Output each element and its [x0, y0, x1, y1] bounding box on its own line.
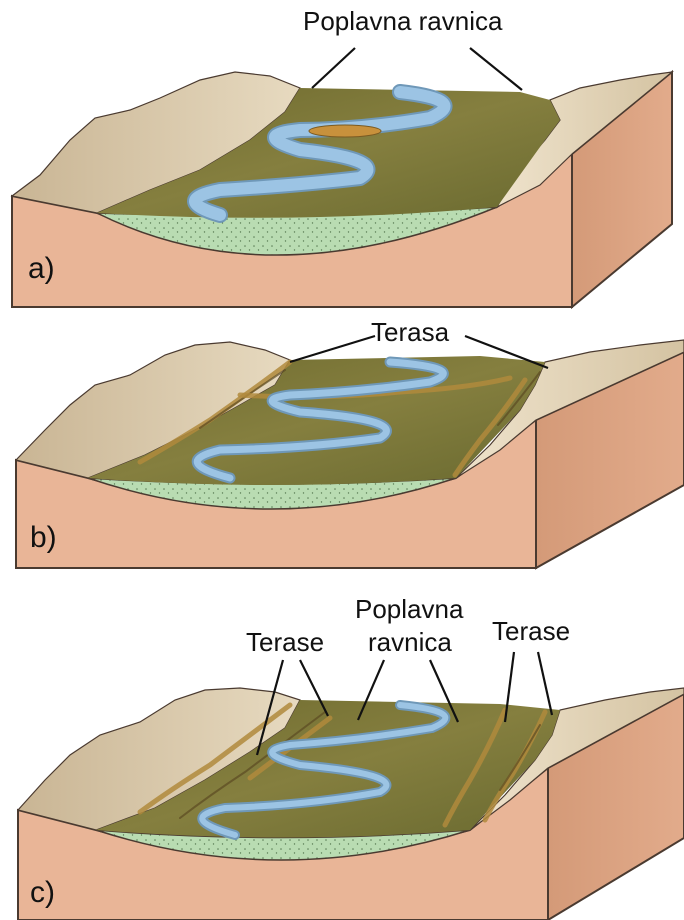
panel-c: c) Terase Poplavna ravnica Terase: [18, 594, 684, 920]
panel-label-c: c): [30, 876, 55, 909]
panel-label-a: a): [28, 252, 55, 285]
leader-line: [538, 652, 552, 715]
panel-label-b: b): [30, 521, 57, 554]
callout-terraces-left: Terase: [246, 627, 324, 657]
oxbow-lake: [309, 125, 381, 137]
callout-terraces-right: Terase: [492, 616, 570, 646]
leader-line: [290, 336, 375, 362]
panel-a: a) Poplavna ravnica: [12, 6, 672, 307]
callout-floodplain-line1: Poplavna: [355, 594, 464, 624]
panel-b: b) Terasa: [16, 317, 684, 568]
leader-line: [470, 48, 522, 90]
callout-floodplain-line2: ravnica: [368, 627, 452, 657]
callout-floodplain-a: Poplavna ravnica: [303, 6, 503, 36]
leader-line: [312, 48, 355, 88]
callout-terrace-b: Terasa: [371, 317, 450, 347]
